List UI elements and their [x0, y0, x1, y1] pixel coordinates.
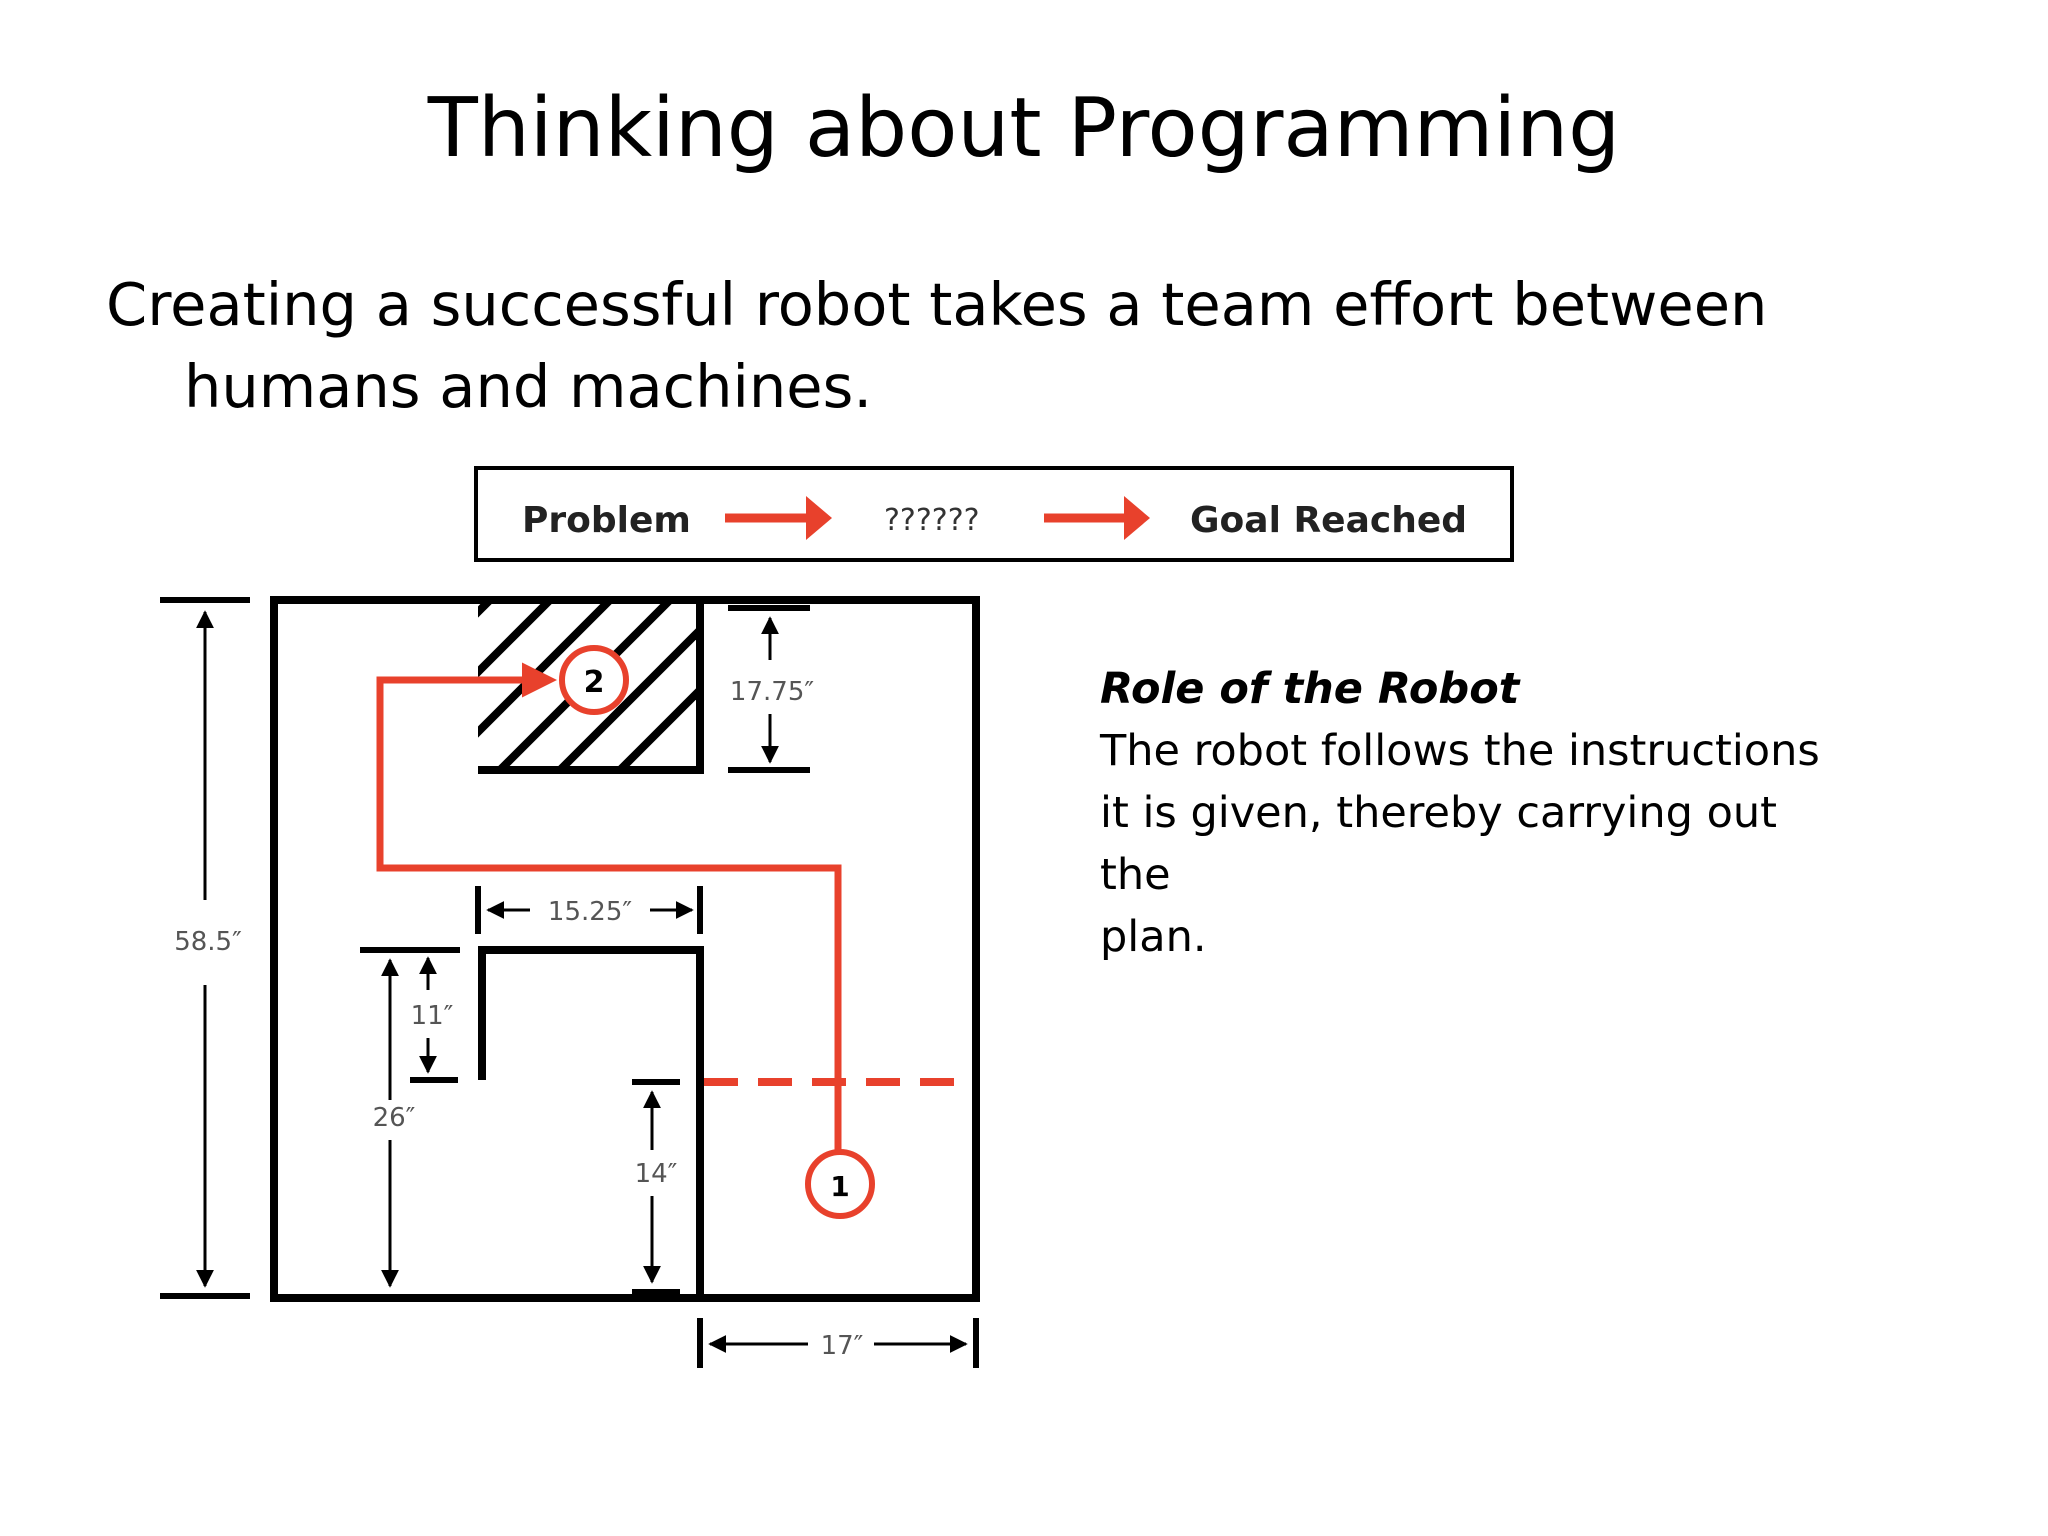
goal-marker-label: 2: [584, 665, 605, 700]
flow-arrow-1: [725, 496, 832, 540]
flow-end-label: Goal Reached: [1190, 500, 1467, 541]
dimension-inner-wall-height-label: 11″: [411, 1001, 454, 1031]
dimension-gap-width: 15.25″: [475, 886, 703, 934]
role-title: Role of the Robot: [1100, 664, 1520, 714]
slide-subtitle: Creating a successful robot takes a team…: [106, 264, 1846, 428]
dimension-gap-width-label: 15.25″: [548, 897, 632, 927]
flow-middle-label: ??????: [884, 503, 980, 538]
dimension-inner-wall-height: 11″: [410, 956, 458, 1083]
dimension-start-zone-width-label: 17″: [821, 1331, 864, 1361]
dimension-start-zone-height-label: 14″: [635, 1159, 678, 1189]
flow-box: [474, 466, 1514, 562]
slide-title: Thinking about Programming: [427, 81, 1621, 176]
flow-arrow-2: [1044, 496, 1150, 540]
goal-marker: 2: [559, 645, 629, 715]
role-of-robot-block: Role of the Robot The robot follows the …: [1100, 658, 1860, 968]
dimension-left-block-height-label: 26″: [373, 1103, 416, 1133]
dimension-start-zone-width: 17″: [697, 1318, 979, 1368]
dimension-overall-height: 58.5″: [160, 597, 250, 1299]
start-marker-label: 1: [830, 1170, 849, 1203]
subtitle-line-1: Creating a successful robot takes a team…: [106, 270, 1768, 339]
dimension-overall-height-label: 58.5″: [174, 927, 242, 957]
dimension-obstacle-height-label: 17.75″: [730, 677, 814, 707]
role-body: The robot follows the instructions it is…: [1100, 726, 1820, 962]
flow-start-label: Problem: [522, 500, 691, 541]
dimension-start-zone-height: 14″: [632, 1079, 680, 1295]
dimension-left-block-height: 26″: [360, 947, 460, 1288]
dimension-obstacle-height: 17.75″: [728, 605, 814, 773]
subtitle-line-2: humans and machines.: [184, 352, 873, 421]
field-outline: [270, 596, 980, 1302]
start-marker: 1: [805, 1149, 875, 1219]
robot-path: [376, 662, 842, 1150]
